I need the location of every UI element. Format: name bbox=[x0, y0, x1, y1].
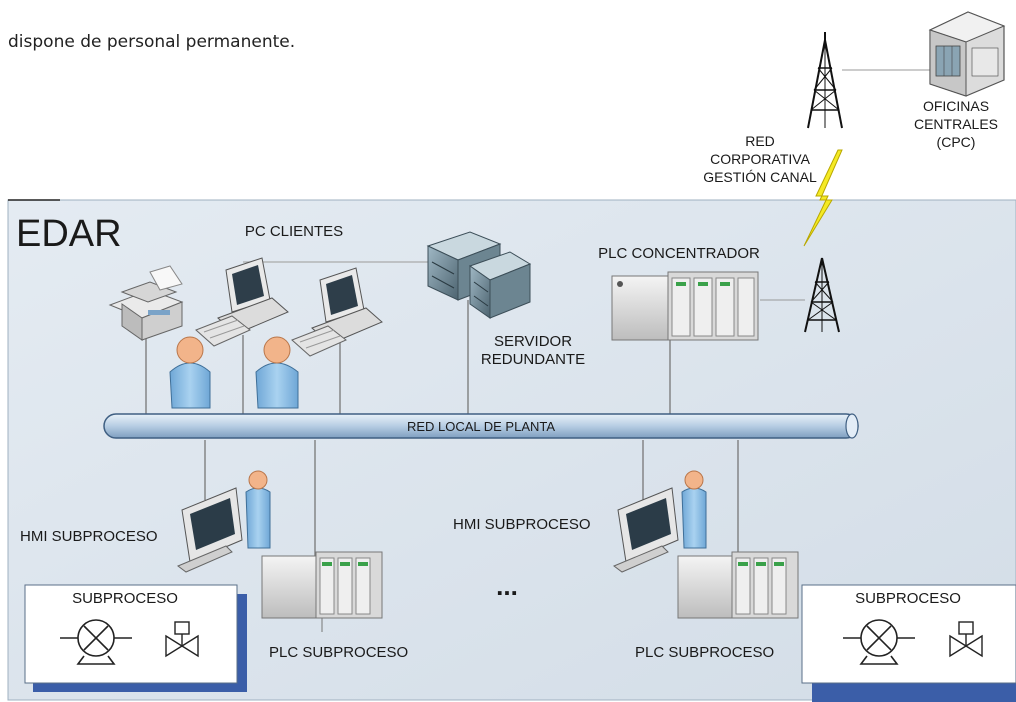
hmi-operator-left-icon bbox=[245, 470, 271, 549]
edar-title: EDAR bbox=[16, 213, 122, 255]
printer-icon bbox=[108, 265, 184, 341]
pc-clients-label: PC CLIENTES bbox=[245, 223, 343, 240]
plc-subprocess-right-icon bbox=[677, 551, 799, 619]
network-drops bbox=[145, 261, 739, 560]
hmi-monitor-right-icon bbox=[613, 487, 679, 573]
subprocess-box-left bbox=[24, 584, 247, 692]
hmi-left-label: HMI SUBPROCESO bbox=[20, 528, 158, 545]
subprocess-right-label: SUBPROCESO bbox=[855, 590, 961, 607]
pump-right-icon bbox=[843, 619, 915, 665]
corporate-network-label-2: CORPORATIVA bbox=[710, 151, 810, 167]
plc-sub-right-label: PLC SUBPROCESO bbox=[635, 644, 774, 661]
hmi-monitor-left-icon bbox=[177, 487, 243, 573]
corporate-network-label-1: RED bbox=[745, 133, 775, 149]
corporate-network-label-3: GESTIÓN CANAL bbox=[703, 169, 817, 185]
subprocess-left-label: SUBPROCESO bbox=[72, 590, 178, 607]
central-offices-label-2: CENTRALES bbox=[914, 116, 998, 132]
tower-plant-icon bbox=[804, 257, 840, 333]
valve-right-icon bbox=[949, 621, 983, 658]
plc-concentrator-icon bbox=[611, 271, 759, 341]
plant-network-label: RED LOCAL DE PLANTA bbox=[407, 419, 555, 434]
plc-sub-left-label: PLC SUBPROCESO bbox=[269, 644, 408, 661]
hmi-right-label: HMI SUBPROCESO bbox=[453, 516, 591, 533]
client-computer-1-icon bbox=[195, 257, 289, 347]
valve-left-icon bbox=[165, 621, 199, 658]
server-label-1: SERVIDOR bbox=[494, 333, 572, 350]
hmi-operator-right-icon bbox=[681, 470, 707, 549]
office-building-icon bbox=[928, 11, 1006, 97]
central-offices-label-3: (CPC) bbox=[937, 134, 976, 150]
redundant-server-icon bbox=[426, 231, 532, 319]
tower-top-icon bbox=[807, 32, 843, 129]
operator-1-icon bbox=[169, 336, 211, 409]
plc-concentrator-label: PLC CONCENTRADOR bbox=[598, 245, 760, 262]
central-offices-label-1: OFICINAS bbox=[923, 98, 989, 114]
pump-left-icon bbox=[60, 619, 132, 665]
operator-2-icon bbox=[255, 336, 299, 409]
ellipsis-more: ... bbox=[496, 571, 518, 601]
client-computer-2-icon bbox=[291, 267, 383, 357]
plc-subprocess-left-icon bbox=[261, 551, 383, 632]
paragraph-text: dispone de personal permanente. bbox=[8, 32, 296, 52]
wireless-link-icon bbox=[803, 149, 843, 247]
subprocess-box-right bbox=[801, 584, 1016, 702]
server-label-2: REDUNDANTE bbox=[481, 351, 585, 368]
